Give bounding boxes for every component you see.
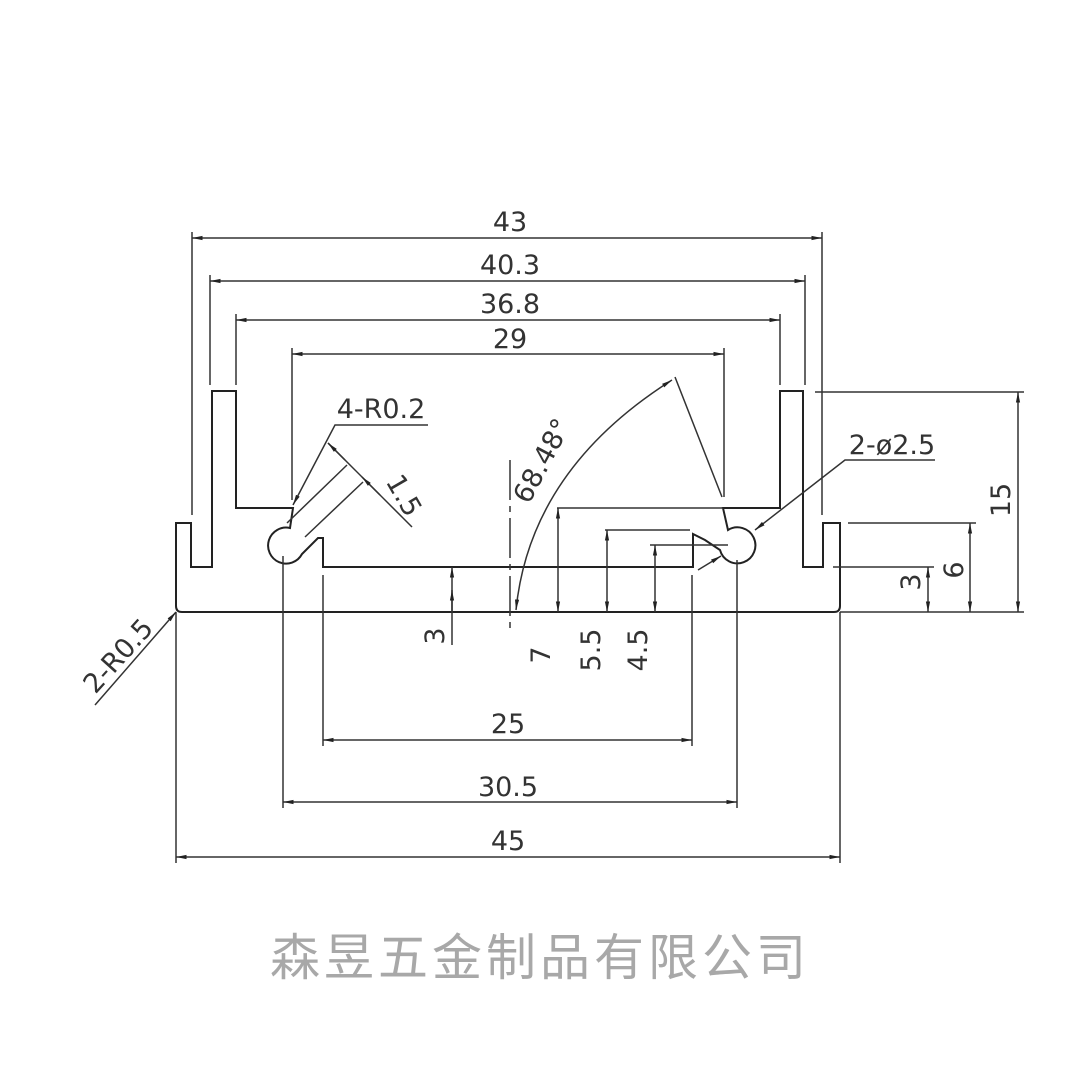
dim-7: 7 [526,646,557,663]
profile-outline [175,390,841,613]
watermark: 森昱五金制品有限公司 [270,929,810,987]
dim-3-center: 3 [420,627,451,644]
dim-25: 25 [491,709,525,740]
dim-43: 43 [493,207,527,238]
dim-5-5: 5.5 [576,629,607,672]
dim-40-3: 40.3 [480,250,540,281]
dim-4-5: 4.5 [623,629,654,672]
extension-lines [175,232,1024,863]
dim-6: 6 [939,561,970,578]
callout-r0-2: 4-R0.2 [337,394,426,425]
dim-29: 29 [493,324,527,355]
dim-45: 45 [491,826,525,857]
callout-diameter: 2-ø2.5 [849,430,935,461]
dim-angle: 68.48° [507,414,577,509]
dim-36-8: 36.8 [480,289,540,320]
callout-r0-5: 2-R0.5 [78,613,160,700]
dimension-lines [94,235,1021,860]
dimension-labels: 43 40.3 36.8 29 25 30.5 45 15 6 3 3 7 5.… [78,207,1017,857]
dim-1-5: 1.5 [379,469,427,522]
dim-30-5: 30.5 [478,772,538,803]
dim-3-right: 3 [896,573,927,590]
dim-15: 15 [986,483,1017,517]
